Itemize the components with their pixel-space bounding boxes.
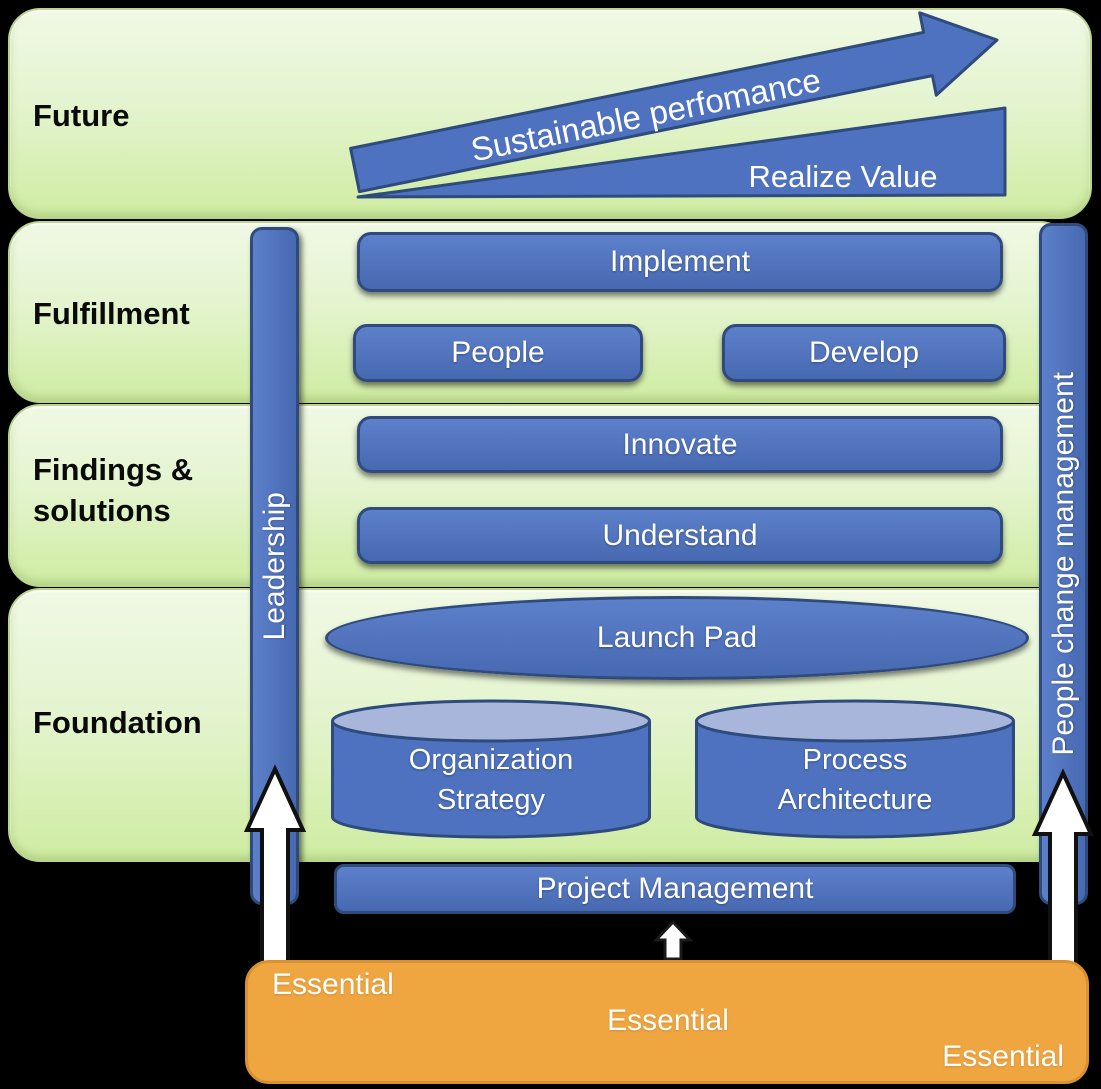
innovate-label: Innovate	[622, 427, 738, 461]
people-change-management-bar: People change management	[1039, 223, 1088, 905]
row-label-foundation: Foundation	[33, 705, 202, 740]
people-change-management-label: People change management	[1046, 372, 1080, 756]
center-up-arrow-icon	[652, 919, 694, 961]
people-label: People	[451, 336, 545, 369]
row-label-findings-solutions: Findings & solutions	[33, 452, 194, 528]
understand-box: Understand	[357, 507, 1003, 564]
organization-strategy-cylinder	[331, 699, 651, 839]
row-future	[8, 8, 1092, 219]
people-box: People	[353, 324, 643, 382]
organization-strategy-label: Organization Strategy	[408, 744, 574, 817]
project-management-box: Project Management	[334, 864, 1016, 914]
row-label-future: Future	[33, 98, 130, 133]
launch-pad-ellipse: Launch Pad	[325, 596, 1029, 680]
implement-box: Implement	[357, 232, 1003, 292]
process-architecture-label: Process Architecture	[777, 744, 933, 817]
implement-label: Implement	[609, 245, 751, 278]
launch-pad-label: Launch Pad	[596, 621, 758, 654]
project-management-label: Project Management	[536, 872, 814, 905]
essential-label-right: Essential	[942, 1040, 1064, 1073]
understand-label: Understand	[602, 518, 758, 552]
essential-label-center: Essential	[607, 1004, 729, 1037]
essential-label-left: Essential	[272, 968, 394, 1001]
develop-box: Develop	[722, 324, 1006, 382]
leadership-label: Leadership	[257, 491, 291, 641]
essential-bar: Essential Essential Essential	[245, 960, 1089, 1084]
innovate-box: Innovate	[357, 416, 1003, 473]
process-architecture-cylinder	[695, 699, 1015, 839]
develop-label: Develop	[808, 336, 920, 369]
leadership-bar: Leadership	[250, 227, 299, 905]
row-label-fulfillment: Fulfillment	[33, 296, 190, 331]
